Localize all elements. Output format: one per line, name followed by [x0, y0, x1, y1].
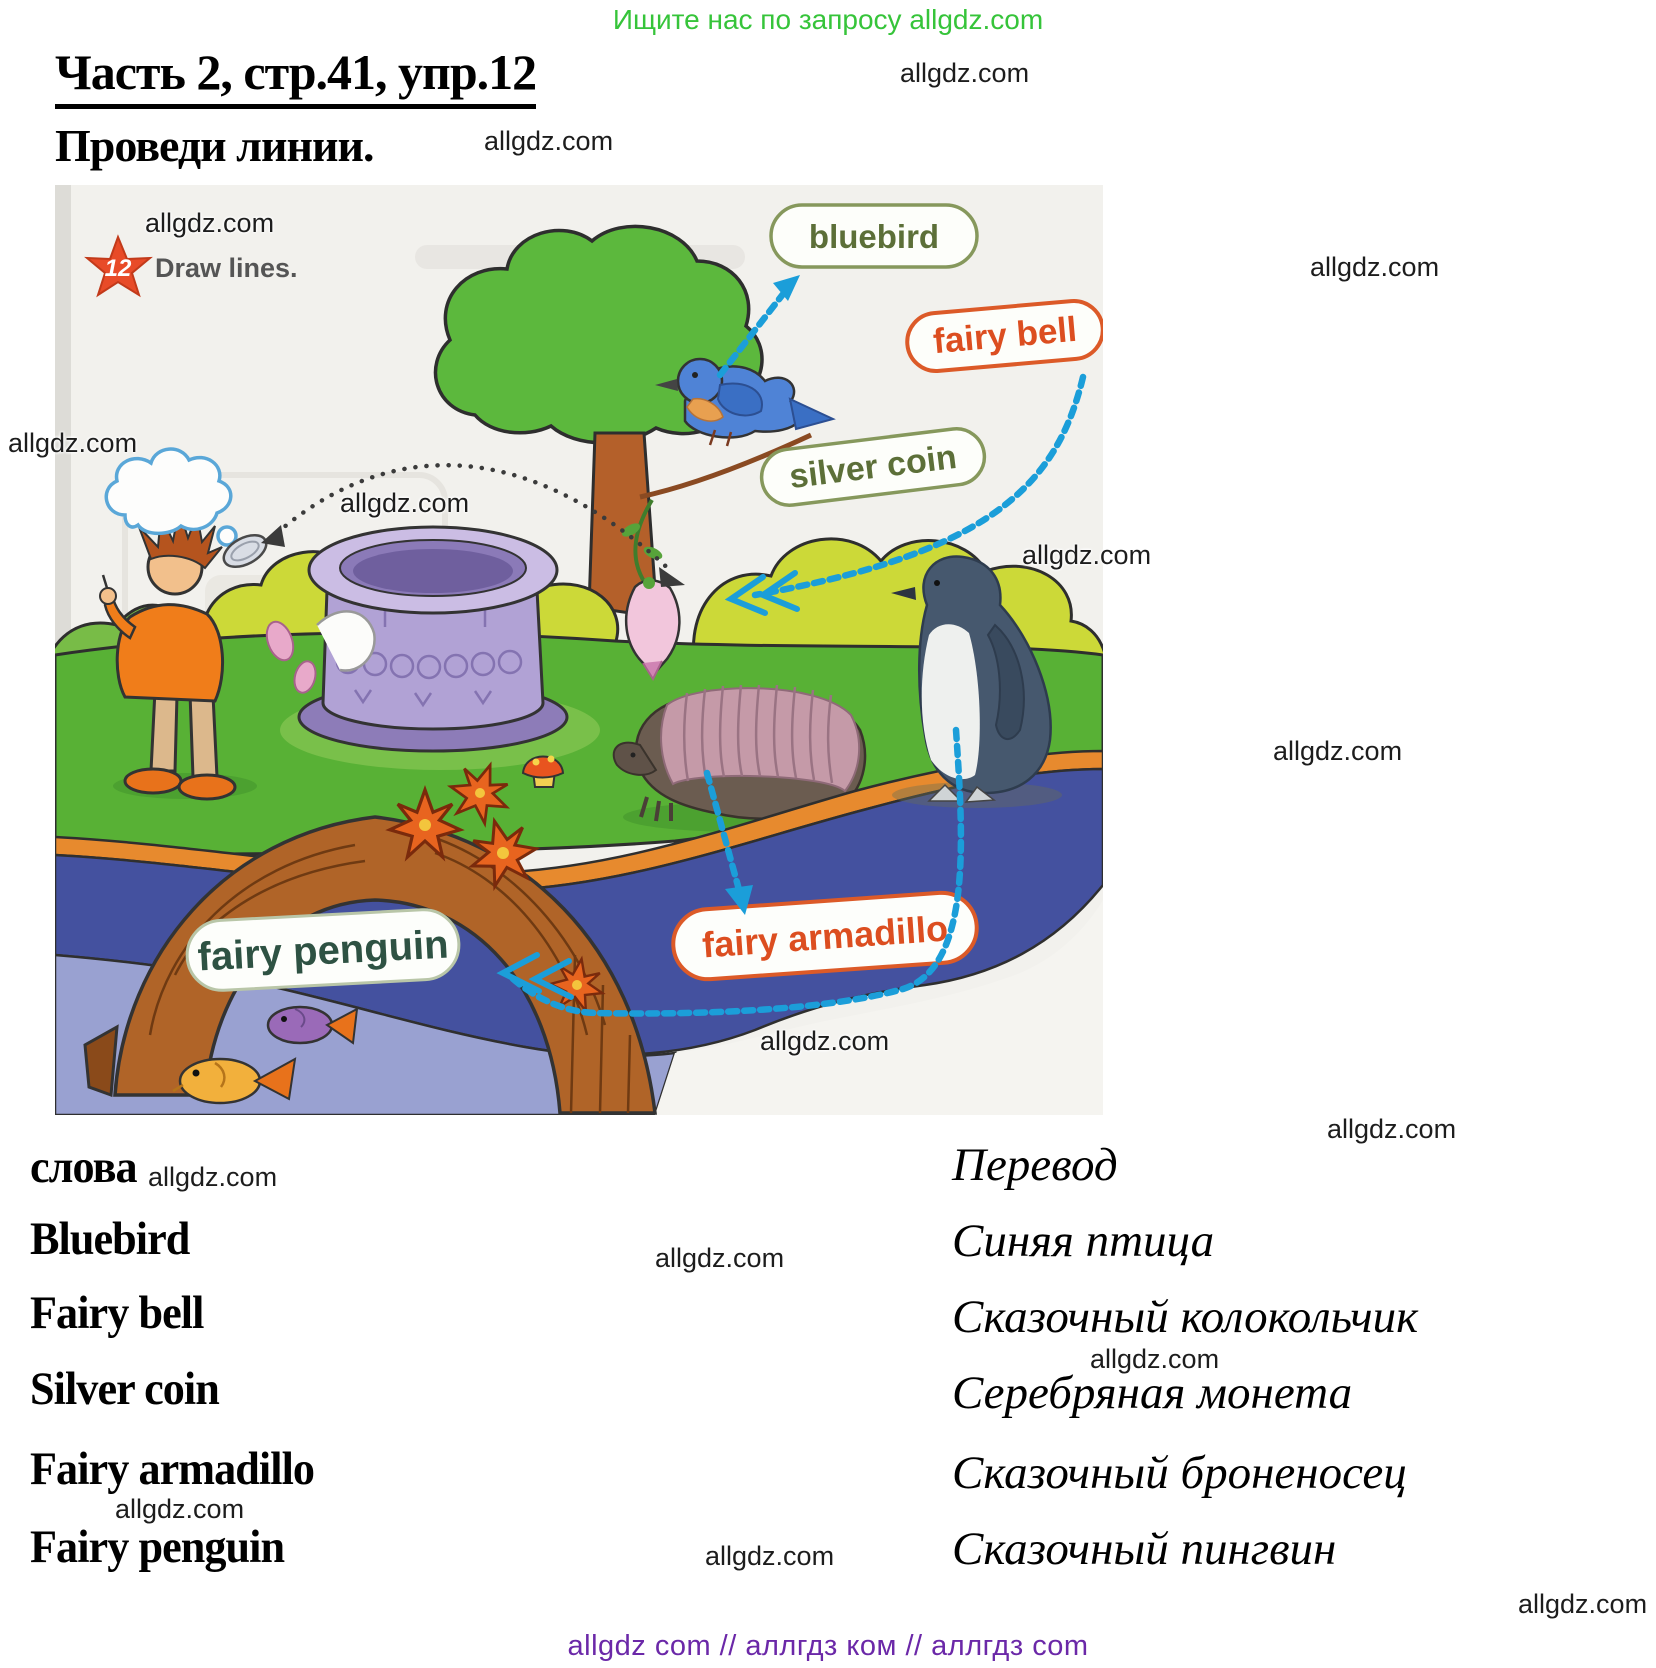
- line-bird-to-label: [716, 285, 791, 379]
- line-label-to-flower: [751, 373, 1087, 599]
- dotted-trajectory-line: [261, 463, 685, 587]
- orange-fish: [172, 1057, 297, 1105]
- exercise-number: 12: [105, 255, 132, 282]
- label-bluebird-text: bluebird: [809, 218, 939, 255]
- bluebird-photo: [655, 357, 836, 447]
- vocab-translation: Синяя птица: [952, 1215, 1215, 1267]
- line-penguin-to-label: [507, 726, 965, 1017]
- fairy-penguin-photo: [891, 555, 1062, 808]
- page-title: Часть 2, стр.41, упр.12: [55, 46, 537, 109]
- vocab-header-translation: Перевод: [952, 1139, 1118, 1191]
- petals: [265, 610, 376, 694]
- workbook-scene: bluebird fairy bell silver coin fairy pe…: [55, 185, 1103, 1115]
- watermark: allgdz.com: [1327, 1114, 1457, 1144]
- watermark: allgdz.com: [655, 1243, 785, 1273]
- label-bluebird: bluebird: [769, 203, 979, 269]
- vocab-translation: Сказочный пингвин: [952, 1523, 1337, 1575]
- purple-fish: [266, 1005, 359, 1045]
- vocab-word: Fairy penguin: [30, 1521, 285, 1573]
- watermark: allgdz.com: [1518, 1589, 1648, 1619]
- vocab-word: Bluebird: [30, 1213, 190, 1265]
- fairy-bell-flower: [621, 498, 681, 682]
- watermark: allgdz.com: [484, 126, 614, 156]
- draw-lines-instruction: Draw lines.: [155, 253, 298, 283]
- vocab-header-words: слова: [30, 1141, 138, 1193]
- watermark: allgdz.com: [115, 1494, 245, 1524]
- watermark: allgdz.com: [900, 58, 1030, 88]
- workbook-scan-image: bluebird fairy bell silver coin fairy pe…: [55, 185, 1103, 1115]
- label-fairy-bell: fairy bell: [905, 298, 1103, 374]
- boy: [99, 508, 257, 801]
- watermark: allgdz.com: [760, 1026, 890, 1056]
- watermark: allgdz.com: [705, 1541, 835, 1571]
- silver-coin-photo: [222, 533, 268, 569]
- line-armadillo-to-label: [703, 769, 745, 901]
- watermark: allgdz.com: [1273, 736, 1403, 766]
- watermark: allgdz.com: [145, 208, 275, 238]
- site-footer-text: allgdz com // аллгдз ком // аллгдз com: [567, 1630, 1089, 1662]
- label-fairy-penguin: fairy penguin: [185, 908, 461, 992]
- vocab-translation: Сказочный колокольчик: [952, 1291, 1419, 1343]
- watermark: allgdz.com: [340, 488, 470, 518]
- vocab-translation: Сказочный броненосец: [952, 1447, 1407, 1499]
- vocab-translation: Серебряная монета: [952, 1367, 1353, 1419]
- answer-lines: [496, 275, 1087, 1017]
- vocab-word: Fairy armadillo: [30, 1443, 315, 1495]
- watermark: allgdz.com: [1090, 1344, 1220, 1374]
- watermark: allgdz.com: [8, 428, 138, 458]
- watermark: allgdz.com: [1310, 252, 1440, 282]
- label-fairy-armadillo: fairy armadillo: [671, 890, 979, 982]
- vocab-word: Fairy bell: [30, 1287, 204, 1339]
- mushroom: [521, 755, 565, 788]
- task-instruction-ru: Проведи линии.: [55, 120, 374, 171]
- watermark: allgdz.com: [148, 1162, 278, 1192]
- star-flowers: [388, 753, 609, 1015]
- vocab-word: Silver coin: [30, 1363, 220, 1415]
- exercise-badge: 12: [84, 234, 153, 298]
- branch: [639, 432, 813, 500]
- label-silver-coin: silver coin: [759, 427, 987, 507]
- wishing-well: [297, 525, 569, 753]
- site-promo-text: Ищите нас по запросу allgdz.com: [612, 4, 1044, 35]
- watermark: allgdz.com: [1022, 540, 1152, 570]
